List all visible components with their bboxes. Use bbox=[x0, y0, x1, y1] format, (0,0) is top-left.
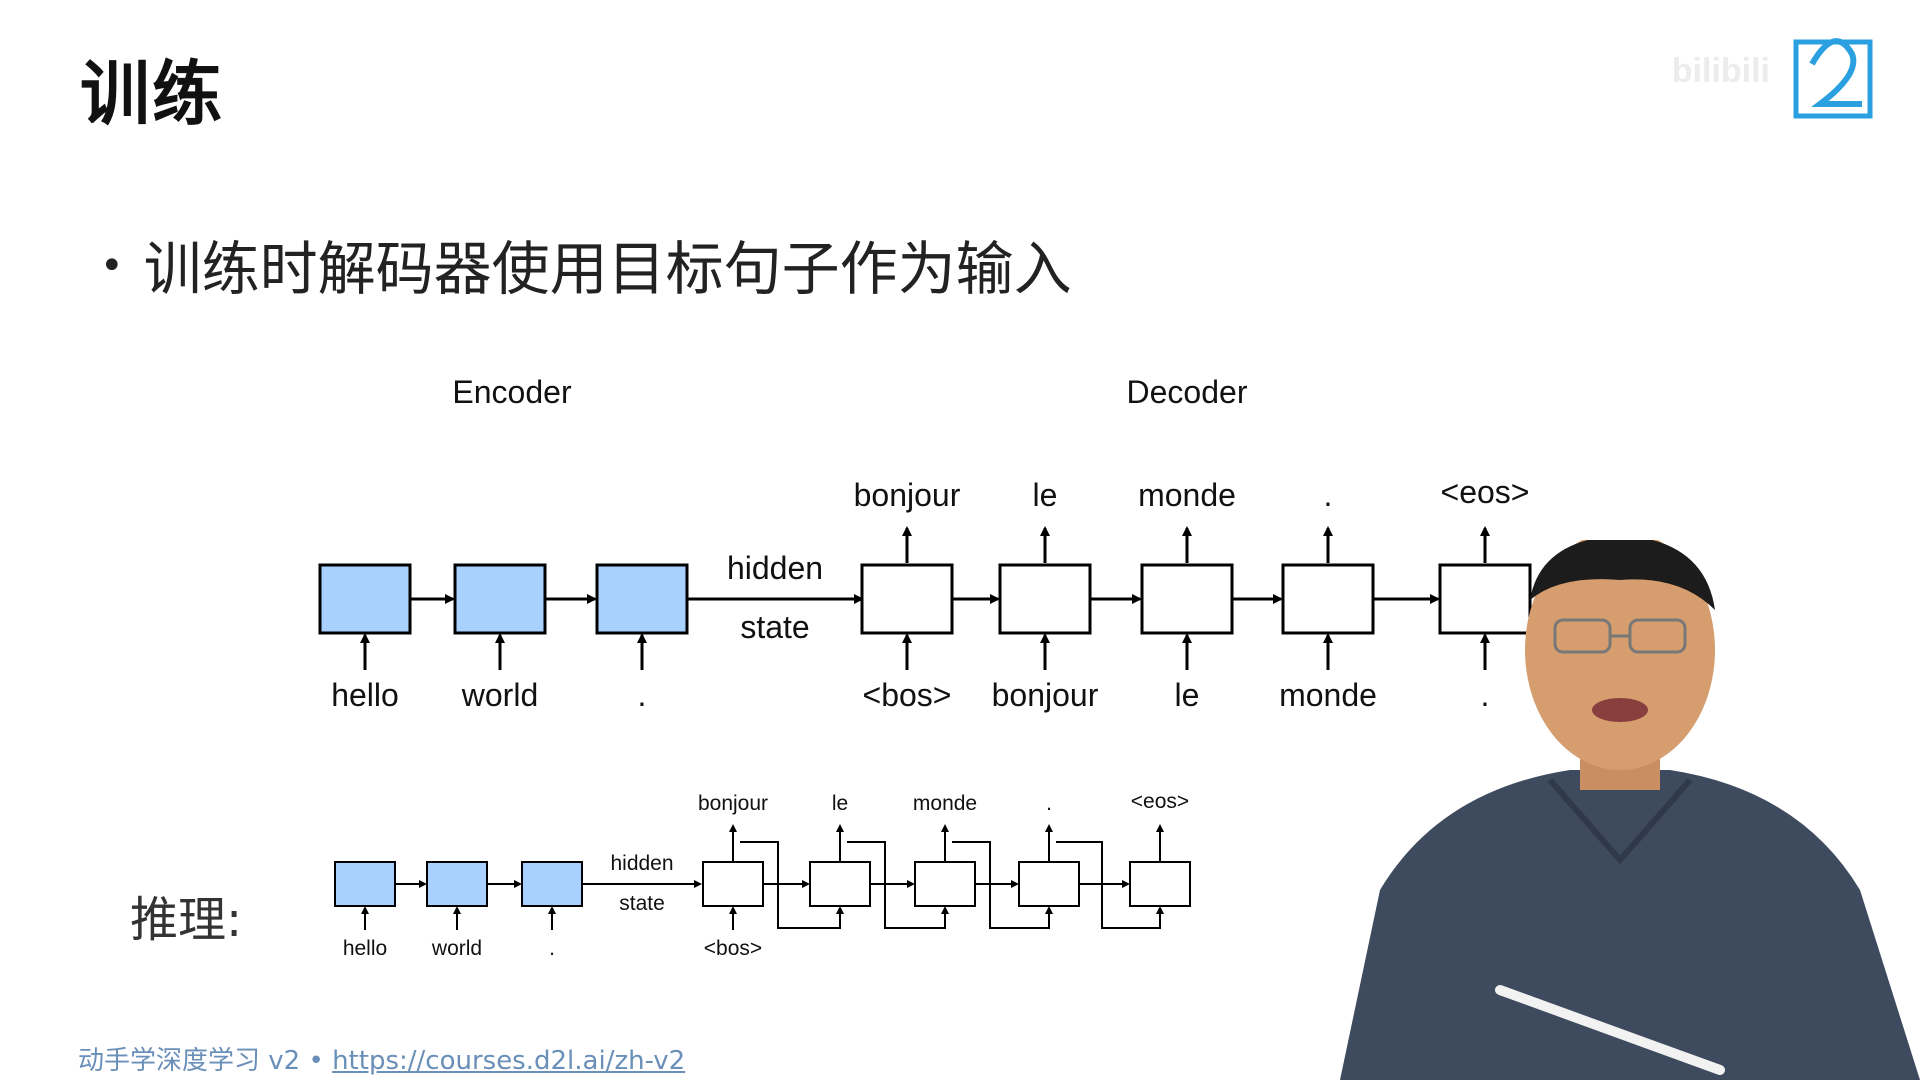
state-label: state bbox=[740, 609, 809, 645]
dec-output-5: <eos> bbox=[1441, 474, 1530, 510]
dec-output-1: bonjour bbox=[854, 477, 961, 513]
inf-output-2: le bbox=[832, 792, 848, 815]
inf-encoder-cell-3 bbox=[521, 861, 583, 907]
dec-input-1: <bos> bbox=[863, 677, 952, 713]
inf-dec-input-1: <bos> bbox=[704, 937, 762, 960]
dec-output-4: . bbox=[1324, 477, 1333, 513]
dec-input-2: bonjour bbox=[992, 677, 1099, 713]
encoder-label: Encoder bbox=[452, 374, 572, 410]
inf-output-3: monde bbox=[913, 792, 977, 815]
inf-feedback-loop-4 bbox=[1056, 841, 1164, 929]
bullet-text: 训练时解码器使用目标句子作为输入 bbox=[143, 235, 1072, 303]
encoder-cell-2 bbox=[453, 563, 547, 635]
enc-input-2: world bbox=[461, 677, 538, 713]
inf-feedback-loop-2 bbox=[847, 841, 949, 929]
inf-decoder-cell-2 bbox=[809, 861, 871, 907]
enc-input-3: . bbox=[638, 677, 647, 713]
slide-title: 训练 bbox=[80, 53, 224, 135]
dec-output-3: monde bbox=[1138, 477, 1236, 513]
inf-decoder-cell-3 bbox=[914, 861, 976, 907]
enc-input-1: hello bbox=[331, 677, 399, 713]
footer-separator: • bbox=[300, 1046, 333, 1076]
decoder-cell-2 bbox=[998, 563, 1092, 635]
inf-enc-input-3: . bbox=[549, 937, 555, 960]
inf-encoder-cell-1 bbox=[334, 861, 396, 907]
bullet-point: • 训练时解码器使用目标句子作为输入 bbox=[100, 222, 1072, 306]
encoder-cell-3 bbox=[595, 563, 689, 635]
inf-enc-input-2: world bbox=[431, 937, 482, 960]
inf-hidden-label: hidden bbox=[610, 852, 673, 875]
bullet-dot-icon: • bbox=[100, 243, 124, 289]
inf-decoder-cell-5 bbox=[1129, 861, 1191, 907]
inference-label: 推理: bbox=[130, 892, 243, 948]
decoder-cell-3 bbox=[1140, 563, 1234, 635]
encoder-cell-1 bbox=[318, 563, 412, 635]
inf-decoder-cell-1 bbox=[702, 861, 764, 907]
footer-course: 动手学深度学习 v2 bbox=[78, 1046, 301, 1076]
dec-input-3: le bbox=[1175, 677, 1200, 713]
inf-output-5: <eos> bbox=[1131, 790, 1189, 813]
dec-output-2: le bbox=[1033, 477, 1058, 513]
inf-encoder-cell-2 bbox=[426, 861, 488, 907]
footer-link[interactable]: https://courses.d2l.ai/zh-v2 bbox=[332, 1046, 686, 1076]
decoder-cell-1 bbox=[860, 563, 954, 635]
decoder-label: Decoder bbox=[1127, 374, 1248, 410]
footer: 动手学深度学习 v2 • https://courses.d2l.ai/zh-v… bbox=[78, 1040, 685, 1077]
hidden-label: hidden bbox=[727, 550, 823, 586]
inf-output-4: . bbox=[1046, 792, 1052, 815]
inf-enc-input-1: hello bbox=[343, 937, 387, 960]
bilibili-watermark: bilibili bbox=[1671, 52, 1770, 90]
inf-state-label: state bbox=[619, 892, 665, 915]
inf-output-1: bonjour bbox=[698, 792, 768, 815]
d2l-logo-icon bbox=[1793, 38, 1873, 119]
inf-decoder-cell-4 bbox=[1018, 861, 1080, 907]
inf-feedback-loop-3 bbox=[952, 841, 1053, 929]
presenter-video bbox=[1340, 540, 1920, 1080]
inf-feedback-loop-1 bbox=[740, 841, 840, 929]
